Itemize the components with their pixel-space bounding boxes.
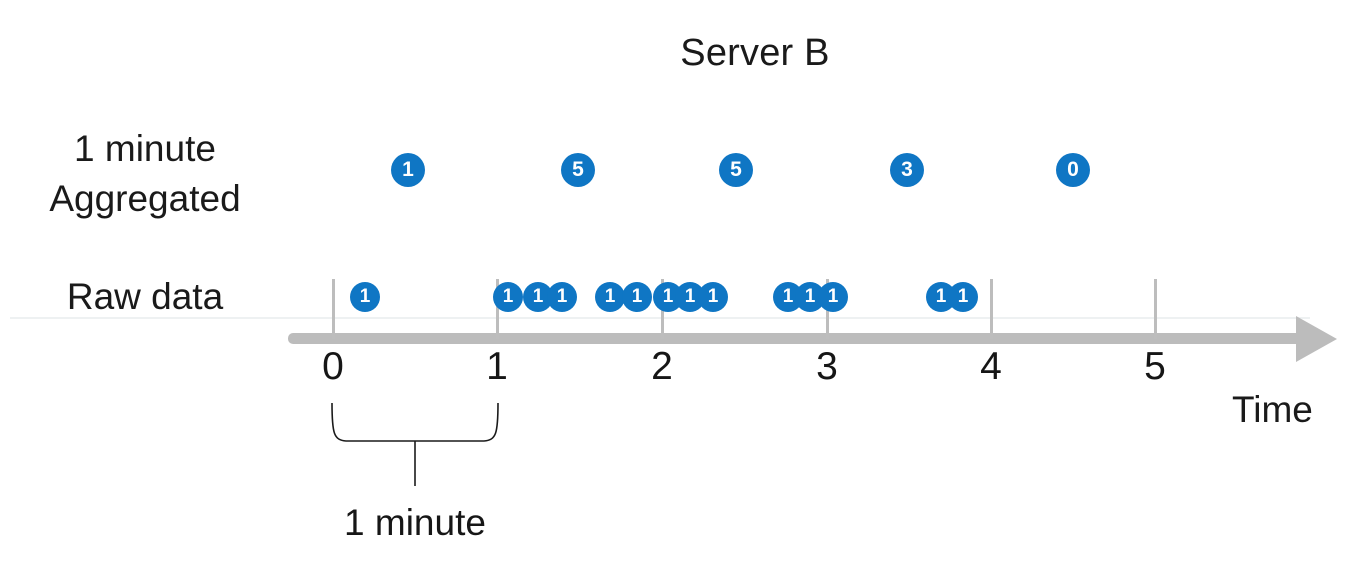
data-point: 1 [948, 282, 978, 312]
baseline-guide-line [10, 317, 1310, 319]
one-minute-brace-icon [331, 402, 499, 486]
data-point: 1 [493, 282, 523, 312]
data-point: 1 [698, 282, 728, 312]
axis-tick-line-4 [990, 279, 993, 339]
time-axis-shaft [288, 333, 1318, 344]
axis-tick-line-5 [1154, 279, 1157, 339]
data-point: 0 [1056, 153, 1090, 187]
axis-tick-label-5: 5 [1144, 345, 1166, 388]
axis-title-time: Time [1232, 389, 1313, 430]
data-point: 1 [547, 282, 577, 312]
row-label-aggregated-line1: 1 minute [74, 128, 216, 169]
brace-label-one-minute: 1 minute [344, 502, 486, 543]
axis-tick-label-3: 3 [816, 345, 838, 388]
axis-tick-label-4: 4 [980, 345, 1002, 388]
data-point: 5 [561, 153, 595, 187]
axis-tick-label-0: 0 [322, 345, 344, 388]
data-point: 1 [622, 282, 652, 312]
data-point: 5 [719, 153, 753, 187]
data-point: 1 [391, 153, 425, 187]
row-label-raw: Raw data [66, 276, 224, 317]
data-point: 3 [890, 153, 924, 187]
row-label-aggregated-line2: Aggregated [49, 178, 241, 219]
axis-tick-label-1: 1 [486, 345, 508, 388]
page-title: Server B [680, 32, 830, 74]
time-axis-arrow-icon [1296, 316, 1337, 362]
axis-tick-line-0 [332, 279, 335, 339]
row-label-aggregated: 1 minute Aggregated [0, 124, 290, 224]
axis-tick-label-2: 2 [651, 345, 673, 388]
axis-tick-line-1 [496, 279, 499, 339]
data-point: 1 [595, 282, 625, 312]
data-point: 1 [818, 282, 848, 312]
data-point: 1 [350, 282, 380, 312]
